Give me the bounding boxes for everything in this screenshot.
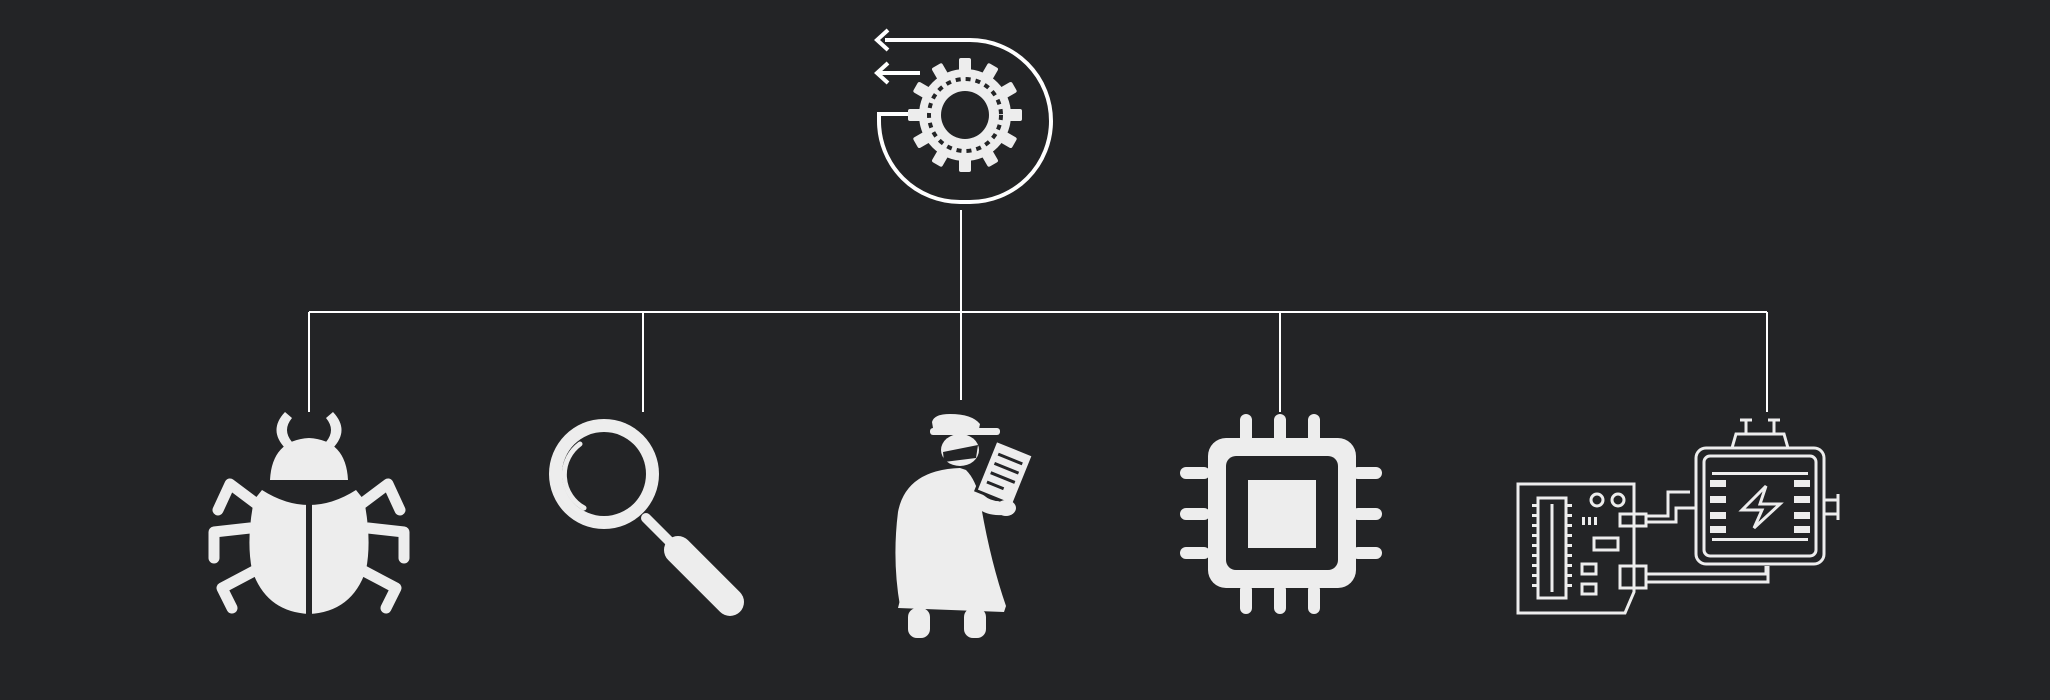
connector-lines — [308, 210, 1768, 412]
spy-icon — [895, 414, 1036, 638]
circuit-board-motor-icon — [1516, 418, 1840, 615]
cpu-chip-icon — [1180, 414, 1382, 614]
magnifier-icon — [549, 419, 744, 616]
gear-cycle-icon — [874, 28, 1053, 204]
bug-icon — [208, 412, 410, 614]
